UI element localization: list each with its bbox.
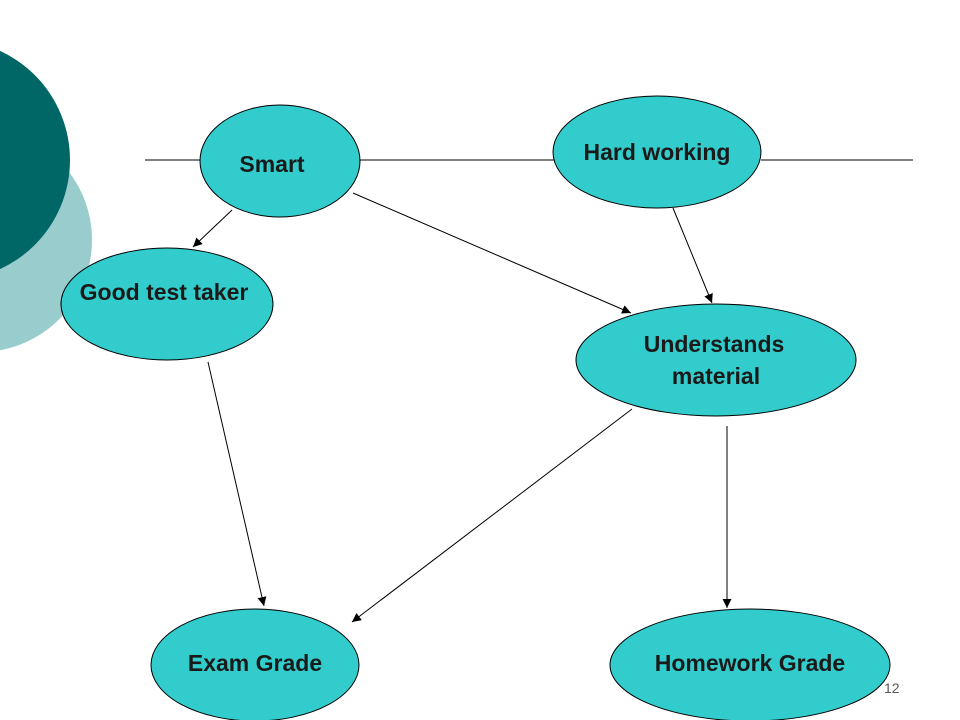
edge-good-test-taker-to-exam-grade [207, 361, 267, 607]
node-exam-grade: Exam Grade [150, 608, 360, 720]
node-hard-working: Hard working [552, 95, 762, 209]
node-smart-label: Smart [239, 151, 305, 177]
node-exam-grade-label: Exam Grade [188, 650, 322, 676]
node-hard-working-label: Hard working [584, 139, 731, 165]
node-smart: Smart [199, 104, 361, 218]
decorative-circle-dark [0, 50, 70, 270]
edge-understands-material-to-exam-grade [351, 408, 633, 623]
node-understands-material-label-line1: Understands [644, 331, 785, 357]
edge-smart-to-good-test-taker [192, 209, 233, 248]
node-understands-material: Understands material [575, 303, 857, 417]
node-good-test-taker: Good test taker [60, 247, 274, 361]
node-homework-grade-label: Homework Grade [655, 650, 845, 676]
node-homework-grade: Homework Grade [609, 608, 891, 720]
edge-hard-working-to-understands-material [672, 207, 713, 304]
page-number: 12 [884, 680, 900, 696]
node-good-test-taker-label: Good test taker [80, 279, 249, 305]
node-understands-material-label-line2: material [672, 363, 760, 389]
edge-smart-to-understands-material [352, 192, 632, 314]
